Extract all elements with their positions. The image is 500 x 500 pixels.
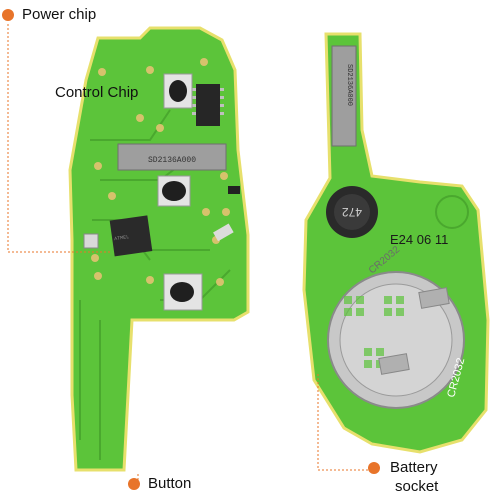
power-chip-label: Power chip xyxy=(22,6,97,23)
power-chip: ATMEL xyxy=(109,215,153,257)
battery-socket-label-line1: Battery xyxy=(390,459,438,476)
battery-socket-marker xyxy=(368,462,380,474)
control-chip-label: Control Chip xyxy=(55,84,139,101)
right-pcb-board: SD2136A000 472 E24 06 11 CR20 xyxy=(302,32,490,454)
date-code: E24 06 11 xyxy=(390,232,448,247)
crystal-component: SD2136A000 xyxy=(117,143,227,171)
left-pcb-board: SD2136A000 ATMEL xyxy=(68,26,250,472)
battery-socket-label-line2: socket xyxy=(395,478,439,495)
button-marker xyxy=(128,478,140,490)
board-logo xyxy=(435,195,469,229)
top-switch xyxy=(163,73,193,109)
inductor-code: 472 xyxy=(342,205,362,219)
middle-switch xyxy=(157,175,191,207)
button-label: Button xyxy=(148,475,192,492)
battery-holder: CR2032 xyxy=(327,244,465,409)
chip-code-1: SD2136A000 xyxy=(148,156,196,165)
bottom-switch xyxy=(163,273,203,311)
inductor: 472 xyxy=(326,186,378,238)
power-chip-marker xyxy=(2,9,14,21)
svg-text:ATMEL: ATMEL xyxy=(114,234,130,242)
chip-code-2: SD2136A000 xyxy=(345,64,353,106)
top-component: SD2136A000 xyxy=(331,45,357,147)
control-chip xyxy=(192,84,224,126)
